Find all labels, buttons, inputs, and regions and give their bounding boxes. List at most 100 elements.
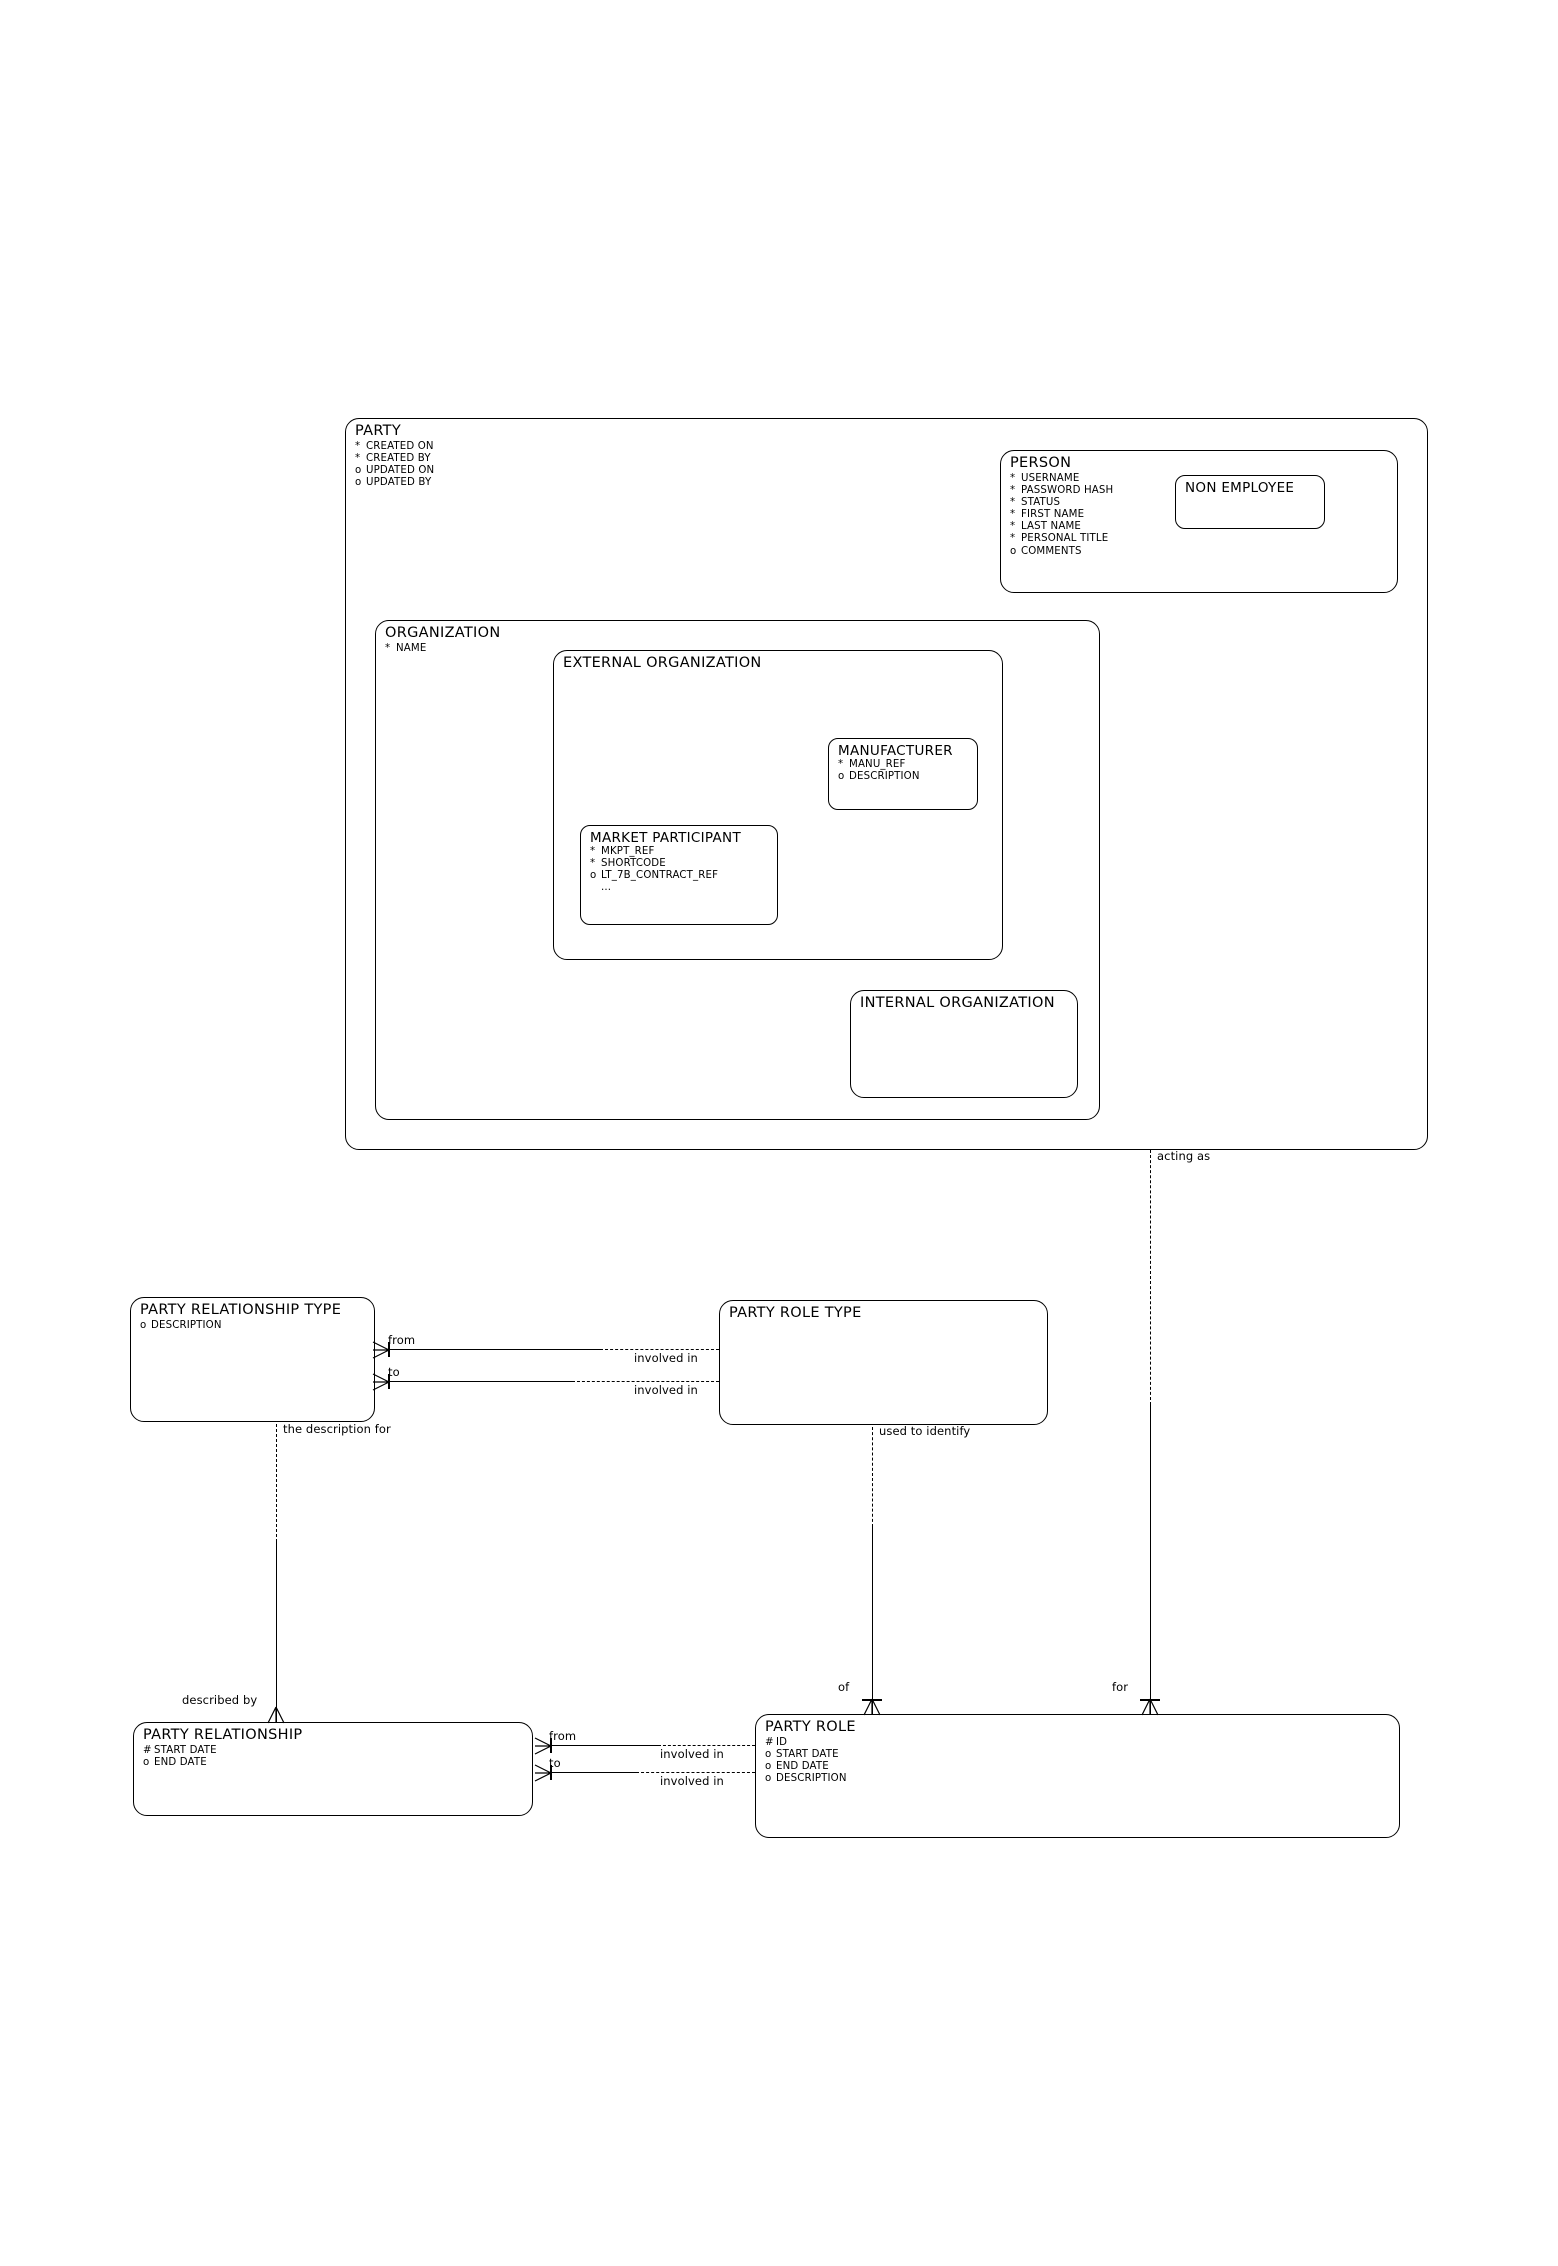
attribute-row: *CREATED ON [355, 441, 434, 453]
attribute-label: MKPT_REF [601, 846, 655, 857]
attribute-label: FIRST NAME [1021, 509, 1085, 521]
attribute-marker: o [590, 870, 597, 882]
entity-person-attributes: *USERNAME * PASSWORD HASH *STATUS * FIRST … [1010, 473, 1113, 558]
attribute-row: *USERNAME [1010, 473, 1113, 485]
attribute-label: END DATE [154, 1757, 207, 1769]
attribute-row: o UPDATED BY [355, 477, 434, 489]
relationship-label-pr-involved-in-1: involved in [660, 1747, 724, 1761]
relationship-line-pr-from-dashed [658, 1745, 755, 1746]
entity-organization[interactable]: ORGANIZATION *NAME [375, 620, 1100, 1120]
entity-organization-attributes: *NAME [385, 643, 426, 655]
relationship-line-described-by-solid [276, 1542, 277, 1722]
attribute-marker: * [1010, 497, 1016, 509]
attribute-label: END DATE [776, 1761, 829, 1773]
attribute-label: UPDATED ON [366, 465, 435, 477]
attribute-marker: * [355, 453, 361, 465]
attribute-row: #ID [765, 1737, 847, 1749]
attribute-marker: o [1010, 545, 1017, 557]
attribute-label: LT_7B_CONTRACT_REF [601, 870, 719, 882]
relationship-line-pr-to-dashed [636, 1772, 755, 1773]
attribute-label: CREATED ON [366, 441, 434, 452]
relationship-label-prt-involved-in-2: involved in [634, 1383, 698, 1397]
relationship-line-acting-as-solid [1150, 1405, 1151, 1714]
entity-organization-title: ORGANIZATION [385, 625, 501, 641]
attribute-row: o LT_7B_CONTRACT_REF [590, 870, 718, 882]
relationship-label-pr-to: to [549, 1756, 561, 1770]
relationship-label-prt-from: from [388, 1333, 416, 1347]
entity-non-employee[interactable]: NON EMPLOYEE [1175, 475, 1325, 529]
entity-internal-organization[interactable]: INTERNAL ORGANIZATION [850, 990, 1078, 1098]
entity-person[interactable]: PERSON *USERNAME * PASSWORD HASH *STATUS … [1000, 450, 1398, 593]
relationship-label-pr-from: from [549, 1729, 577, 1743]
relationship-label-the-description-for: the description for [283, 1422, 391, 1436]
entity-party-title: PARTY [355, 423, 401, 439]
entity-market-participant-attributes: *MKPT_REF *SHORTCODE o LT_7B_CONTRACT_REF… [590, 846, 718, 894]
attribute-marker: o [355, 477, 362, 489]
attribute-label: UPDATED BY [366, 477, 432, 489]
attribute-label: DESCRIPTION [776, 1773, 847, 1785]
relationship-label-described-by: described by [182, 1693, 258, 1707]
entity-external-organization[interactable]: EXTERNAL ORGANIZATION [553, 650, 1003, 960]
relationship-label-used-to-identify: used to identify [879, 1424, 971, 1438]
attribute-label: PERSONAL TITLE [1021, 533, 1109, 545]
crows-foot-for [1141, 1698, 1159, 1716]
attribute-label: MANU_REF [849, 759, 906, 770]
attribute-row: *STATUS [1010, 497, 1113, 509]
relationship-line-acting-as-dashed [1150, 1150, 1151, 1405]
crows-foot-prt-from [372, 1341, 390, 1359]
attribute-marker: * [1010, 521, 1016, 533]
relationship-line-prt-from-solid [388, 1349, 600, 1350]
attribute-marker: * [838, 759, 844, 770]
attribute-label: COMMENTS [1021, 545, 1082, 557]
attribute-marker: * [1010, 473, 1016, 484]
entity-party-role-title: PARTY ROLE [765, 1719, 856, 1735]
attribute-row: * PERSONAL TITLE [1010, 533, 1113, 545]
attribute-row: * FIRST NAME [1010, 509, 1113, 521]
attribute-row: * CREATED BY [355, 453, 434, 465]
attribute-label: NAME [396, 643, 427, 654]
entity-market-participant-title: MARKET PARTICIPANT [590, 830, 741, 846]
attribute-row: *MKPT_REF [590, 846, 718, 858]
attribute-label: PASSWORD HASH [1021, 485, 1114, 497]
attribute-row: * MANU_REF [838, 759, 920, 771]
relationship-line-prt-to-solid [388, 1381, 572, 1382]
entity-external-organization-title: EXTERNAL ORGANIZATION [563, 655, 762, 671]
attribute-marker: * [1010, 533, 1016, 545]
attribute-row: #START DATE [143, 1745, 217, 1757]
relationship-label-acting-as: acting as [1157, 1149, 1211, 1163]
attribute-label: SHORTCODE [601, 858, 666, 870]
attribute-label: CREATED BY [366, 453, 431, 465]
entity-party-role-type[interactable]: PARTY ROLE TYPE [719, 1300, 1048, 1425]
entity-person-title: PERSON [1010, 455, 1072, 471]
entity-party-relationship-title: PARTY RELATIONSHIP [143, 1727, 303, 1743]
relationship-label-of: of [838, 1680, 850, 1694]
attribute-row: *SHORTCODE [590, 858, 718, 870]
attribute-label: LAST NAME [1021, 521, 1081, 533]
attribute-marker: # [765, 1737, 774, 1748]
entity-market-participant[interactable]: MARKET PARTICIPANT *MKPT_REF *SHORTCODE … [580, 825, 778, 925]
attribute-marker: o [838, 771, 845, 783]
attribute-label: START DATE [776, 1749, 839, 1761]
crows-foot-described-by [267, 1706, 285, 1724]
attribute-row: * LAST NAME [1010, 521, 1113, 533]
attribute-marker: o [355, 465, 362, 477]
entity-manufacturer-title: MANUFACTURER [838, 743, 953, 759]
crows-foot-pr-from [534, 1737, 552, 1755]
relationship-label-prt-to: to [388, 1365, 400, 1379]
attribute-marker: * [1010, 509, 1016, 521]
relationship-line-description-for-dashed [276, 1424, 277, 1542]
